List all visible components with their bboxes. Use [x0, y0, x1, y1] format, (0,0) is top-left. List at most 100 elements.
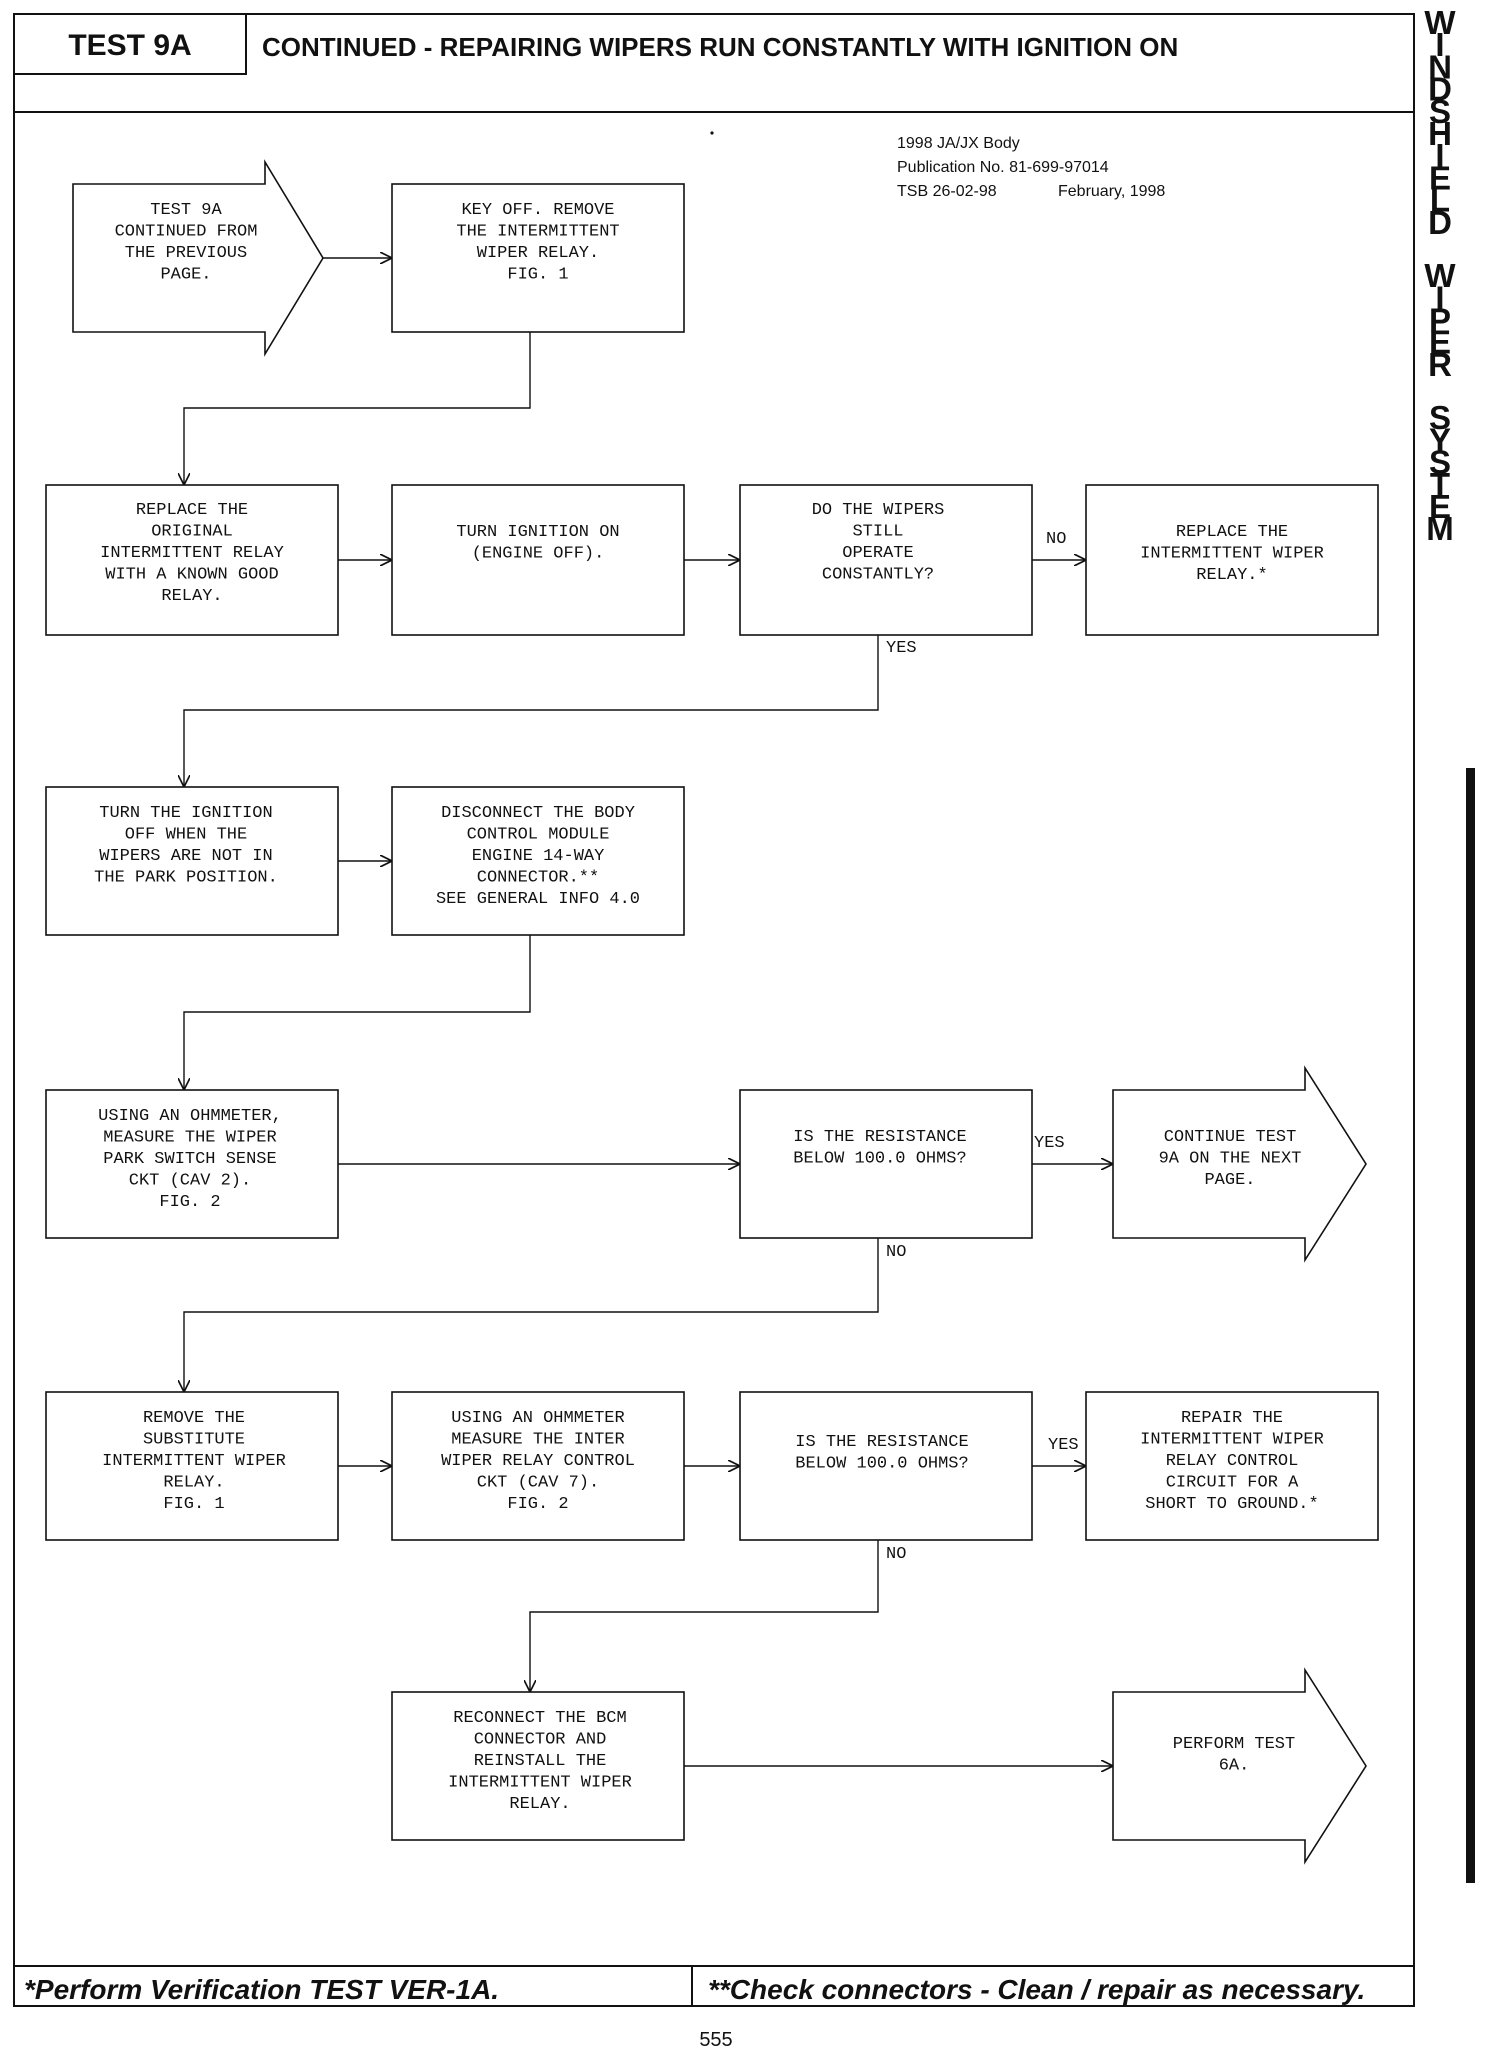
- node-text-line: CKT (CAV 7).: [477, 1474, 599, 1493]
- side-tab-bar: [1466, 768, 1475, 1883]
- side-title-letter: E: [1429, 488, 1451, 525]
- node-text-line: THE PARK POSITION.: [94, 869, 278, 888]
- node-text-line: PERFORM TEST: [1173, 1735, 1295, 1754]
- edge-key-off-to-replace-original: [184, 332, 531, 485]
- node-text-line: RELAY.: [163, 1474, 224, 1493]
- label-q-res1-no: NO: [886, 1243, 906, 1262]
- side-title-letter: P: [1429, 301, 1451, 338]
- page-title: CONTINUED - REPAIRING WIPERS RUN CONSTAN…: [262, 32, 1178, 62]
- side-title-letter: W: [1424, 257, 1456, 294]
- edge-q-res1-no: [184, 1238, 879, 1392]
- node-text-line: THE INTERMITTENT: [456, 223, 619, 242]
- side-title-letter: I: [1435, 26, 1444, 63]
- node-text-line: FIG. 2: [159, 1193, 220, 1212]
- side-title-letter: Y: [1429, 421, 1451, 458]
- side-title-letter: H: [1428, 115, 1452, 152]
- node-text-line: CKT (CAV 2).: [129, 1172, 251, 1191]
- node-text-line: TEST 9A: [150, 201, 222, 220]
- label-q-wipers-no: NO: [1046, 530, 1066, 549]
- side-title-letter: D: [1428, 204, 1452, 241]
- node-text-line: CONNECTOR AND: [474, 1731, 607, 1750]
- node-text-line: INTERMITTENT WIPER: [448, 1774, 632, 1793]
- side-title-letter: E: [1429, 324, 1451, 361]
- node-start-arrow: [72, 159, 324, 357]
- test-label-box: [13, 13, 247, 75]
- node-continue-next-text: CONTINUE TEST 9A ON THE NEXT PAGE.: [1159, 1128, 1302, 1190]
- node-text-line: REPAIR THE: [1181, 1409, 1283, 1428]
- node-text-line: RECONNECT THE BCM: [453, 1709, 626, 1728]
- node-text-line: DO THE WIPERS: [812, 501, 945, 520]
- node-text-line: 6A.: [1219, 1757, 1250, 1776]
- node-text-line: SUBSTITUTE: [143, 1431, 245, 1450]
- node-perform-6a-arrow: [1112, 1667, 1367, 1865]
- node-text-line: CONSTANTLY?: [822, 566, 934, 585]
- footer-connector-note: **Check connectors - Clean / repair as n…: [708, 1974, 1365, 2005]
- edge-disconnect-to-ohm-park: [184, 935, 531, 1090]
- node-continue-next-arrow: [1112, 1065, 1367, 1263]
- node-replace-relay-text: REPLACE THE INTERMITTENT WIPER RELAY.*: [1140, 523, 1324, 585]
- node-text-line: REMOVE THE: [143, 1409, 245, 1428]
- node-text-line: TURN IGNITION ON: [456, 523, 619, 542]
- node-text-line: RELAY.: [509, 1795, 570, 1814]
- node-text-line: CONTROL MODULE: [467, 826, 610, 845]
- node-text-line: (ENGINE OFF).: [472, 545, 605, 564]
- node-text-line: WITH A KNOWN GOOD: [105, 566, 278, 585]
- node-text-line: RELAY.: [161, 587, 222, 606]
- node-text-line: WIPER RELAY CONTROL: [441, 1452, 635, 1471]
- side-title-letter: L: [1430, 182, 1450, 219]
- node-text-line: USING AN OHMMETER,: [98, 1107, 282, 1126]
- publication-tsb: TSB 26-02-98: [897, 183, 997, 200]
- node-text-line: FIG. 2: [507, 1495, 568, 1514]
- edge-q-wipers-yes: [184, 635, 879, 787]
- publication-line-2: Publication No. 81-699-97014: [897, 159, 1109, 176]
- label-q-res2-yes: YES: [1048, 1436, 1079, 1455]
- node-remove-sub-text: REMOVE THE SUBSTITUTE INTERMITTENT WIPER RE…: [102, 1409, 286, 1514]
- node-text-line: INTERMITTENT WIPER: [102, 1452, 286, 1471]
- node-text-line: RELAY.*: [1196, 566, 1267, 585]
- node-text-line: STILL: [852, 523, 903, 542]
- page-frame: [13, 13, 1415, 2007]
- edge-q-res2-no: [530, 1540, 879, 1692]
- page-number: 555: [699, 2029, 732, 2050]
- footer-verification-note: *Perform Verification TEST VER-1A.: [24, 1974, 499, 2005]
- test-label: TEST 9A: [68, 29, 191, 62]
- node-text-line: USING AN OHMMETER: [451, 1409, 624, 1428]
- node-text-line: INTERMITTENT WIPER: [1140, 545, 1324, 564]
- node-text-line: PAGE.: [160, 266, 211, 285]
- side-title-letter: R: [1428, 346, 1452, 383]
- speck: [710, 131, 714, 135]
- node-text-line: CONTINUE TEST: [1164, 1128, 1297, 1147]
- side-title-letter: W: [1424, 4, 1456, 41]
- node-perform-6a-text: PERFORM TEST 6A.: [1173, 1735, 1295, 1776]
- node-text-line: BELOW 100.0 OHMS?: [793, 1150, 966, 1169]
- node-text-line: PAGE.: [1204, 1171, 1255, 1190]
- node-text-line: TURN THE IGNITION: [99, 804, 272, 823]
- node-text-line: OFF WHEN THE: [125, 826, 247, 845]
- side-title-letter: S: [1429, 444, 1451, 481]
- node-text-line: INTERMITTENT WIPER: [1140, 1431, 1324, 1450]
- node-text-line: IS THE RESISTANCE: [793, 1128, 966, 1147]
- node-text-line: THE PREVIOUS: [125, 244, 247, 263]
- node-turn-ign-off-text: TURN THE IGNITION OFF WHEN THE WIPERS ARE …: [94, 804, 278, 888]
- label-q-res2-no: NO: [886, 1545, 906, 1564]
- node-text-line: WIPERS ARE NOT IN: [99, 847, 272, 866]
- side-title-letter: M: [1426, 510, 1454, 547]
- node-text-line: PARK SWITCH SENSE: [103, 1150, 276, 1169]
- node-text-line: CONNECTOR.**: [477, 869, 599, 888]
- node-text-line: REPLACE THE: [1176, 523, 1288, 542]
- node-text-line: SEE GENERAL INFO 4.0: [436, 890, 640, 909]
- node-text-line: WIPER RELAY.: [477, 244, 599, 263]
- publication-line-1: 1998 JA/JX Body: [897, 135, 1020, 152]
- node-text-line: ORIGINAL: [151, 523, 233, 542]
- side-title-letter: S: [1429, 399, 1451, 436]
- label-q-wipers-yes: YES: [886, 639, 917, 658]
- node-text-line: 9A ON THE NEXT: [1159, 1150, 1302, 1169]
